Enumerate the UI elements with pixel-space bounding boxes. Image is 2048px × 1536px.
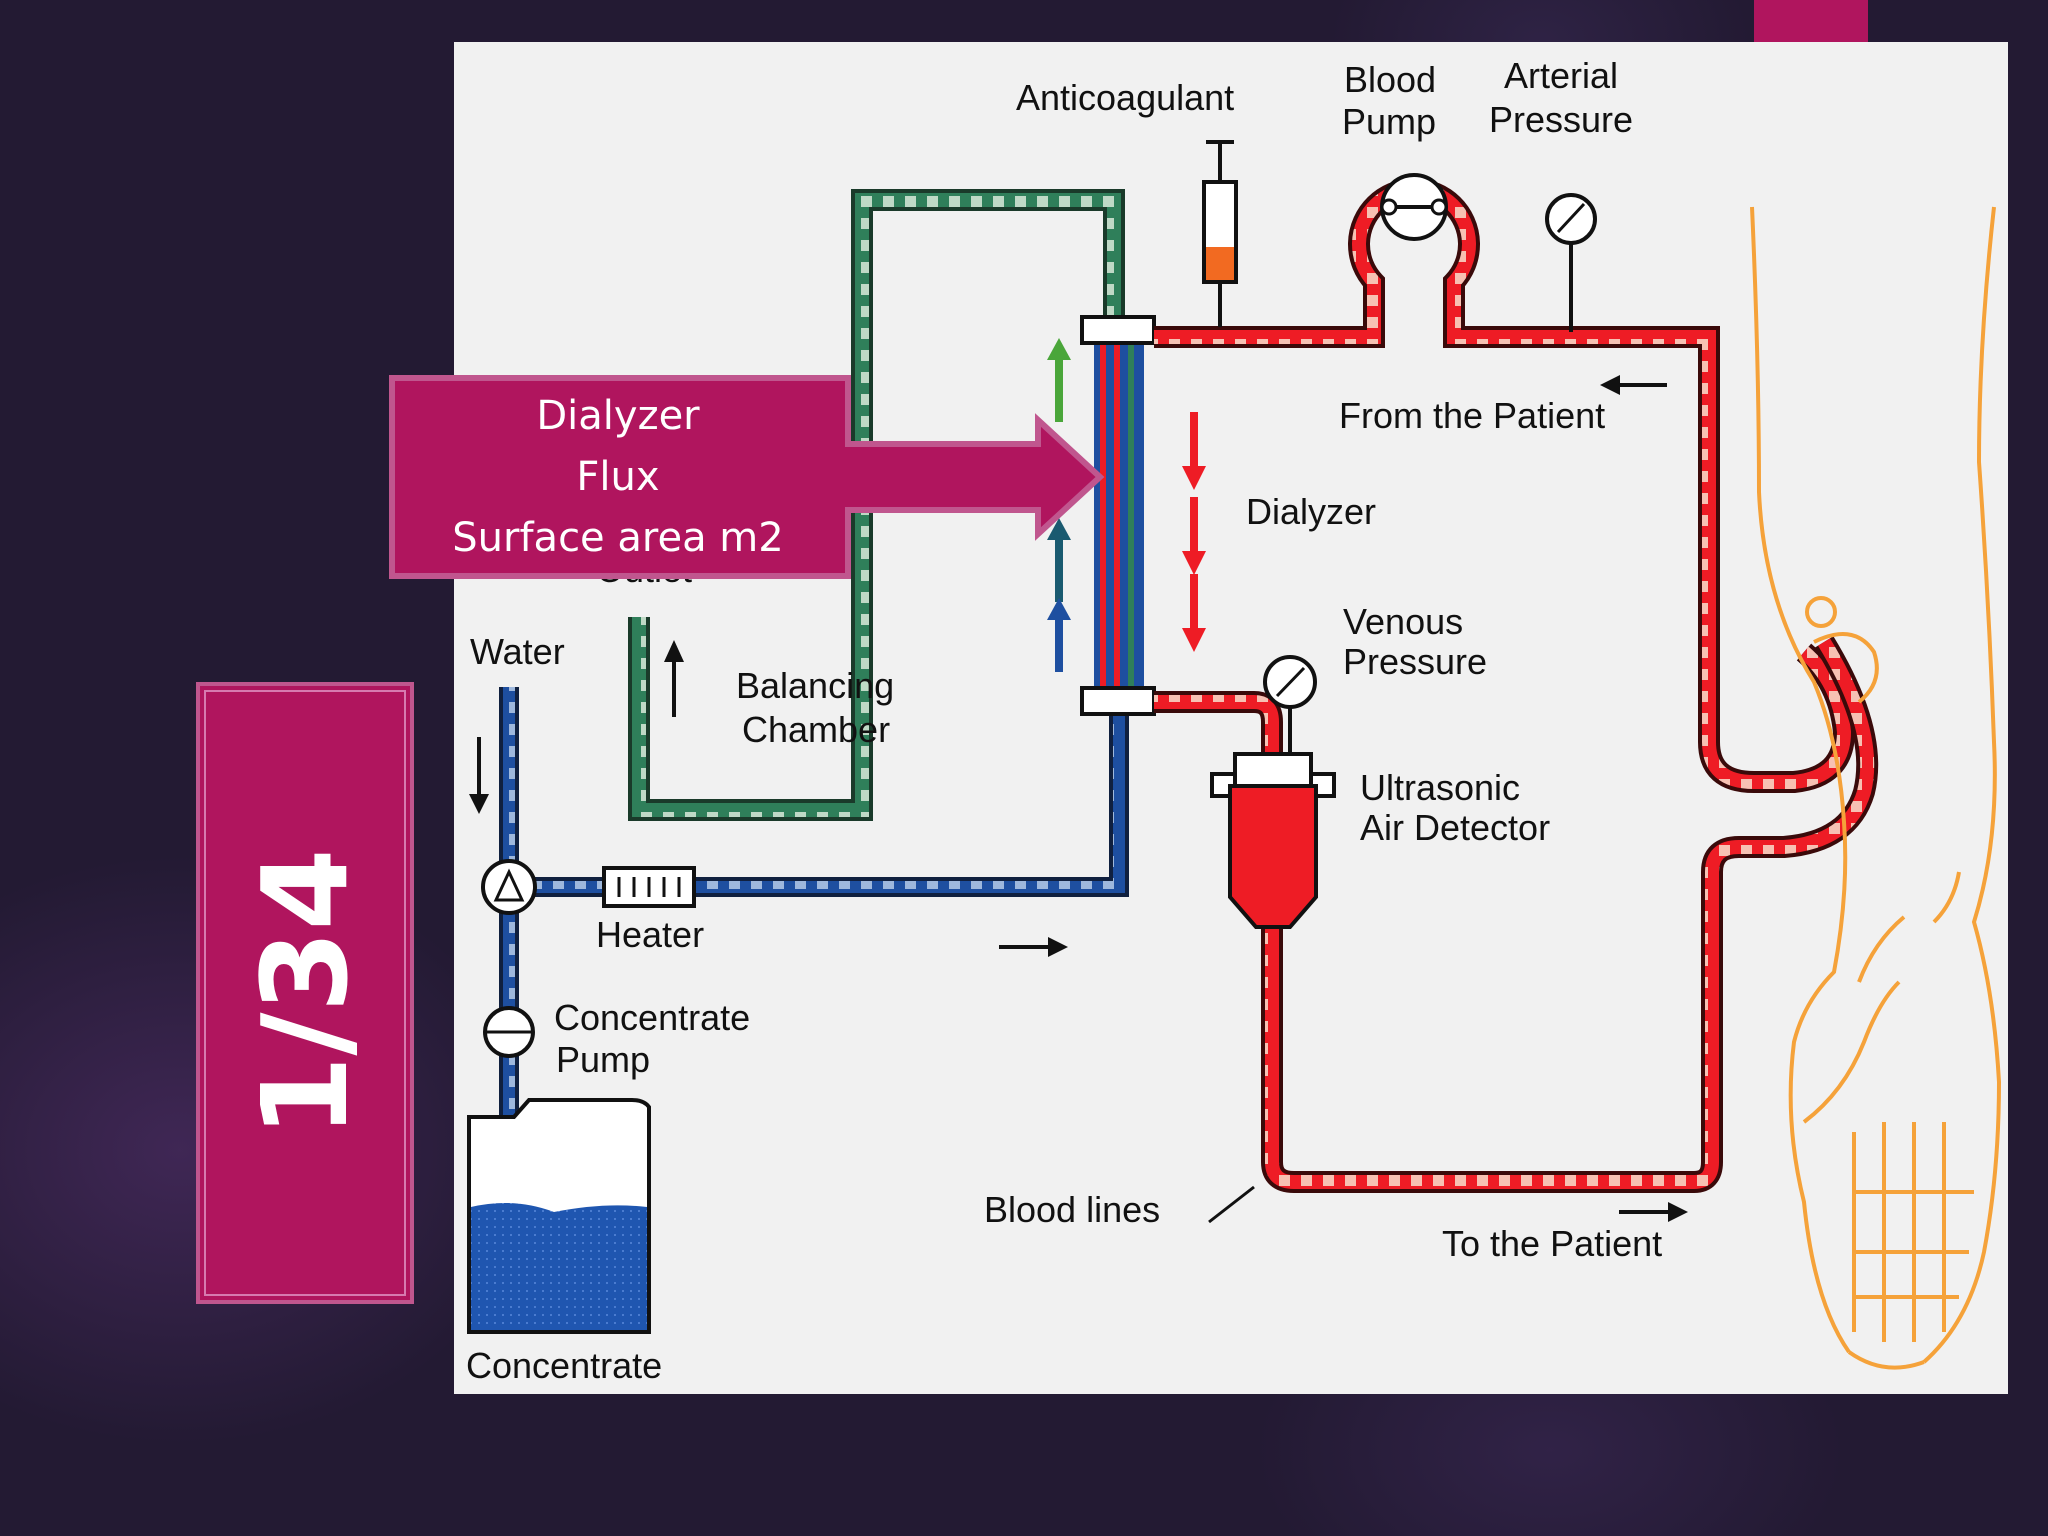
arterial-pressure-gauge-icon: [1545, 193, 1597, 332]
blood-lines-label: Blood lines: [984, 1189, 1160, 1230]
dialysate-flow-arrows: [1047, 338, 1071, 672]
arterial-blood-line: [1154, 178, 1856, 793]
dialyzer-callout: Dialyzer Flux Surface area m2: [388, 374, 1108, 580]
venous-blood-line: [1154, 636, 1879, 1193]
concentrate-label: Concentrate: [466, 1345, 662, 1386]
to-patient-arrow: [1619, 1202, 1688, 1222]
from-patient-arrow: [1600, 375, 1667, 395]
dialysate-inflow-line: [499, 687, 1129, 1197]
ultrasonic-label-line1: Ultrasonic: [1360, 767, 1520, 808]
dialysate-pump-icon: [481, 859, 537, 915]
ultrasonic-label-line2: Air Detector: [1360, 807, 1550, 848]
blood-pump-label-line1: Blood: [1344, 59, 1436, 100]
balancing-chamber-label-line2: Chamber: [742, 709, 890, 750]
arterial-pressure-label-line1: Arterial: [1504, 55, 1618, 96]
dialyzer-cartridge: [1080, 315, 1156, 716]
blood-pump-icon: [1380, 173, 1448, 241]
concentrate-pump-icon: [483, 1006, 535, 1058]
concentrate-pump-label-line1: Concentrate: [554, 997, 750, 1038]
concentrate-pump-label-line2: Pump: [556, 1039, 650, 1080]
callout-line-flux: Flux: [576, 453, 660, 500]
corner-accent-bar: [1754, 0, 1868, 42]
slide-number-inner-border: [204, 690, 406, 1296]
water-flow-arrow: [469, 737, 489, 814]
blood-lines-pointer: [1208, 1185, 1255, 1224]
heater-icon: [602, 866, 696, 908]
diagram-canvas: Anticoagulant Blood Pump Arterial Pressu…: [454, 42, 2008, 1394]
balancing-chamber-label-line1: Balancing: [736, 665, 894, 706]
ultrasonic-air-detector-icon: [1210, 752, 1336, 929]
callout-text: Dialyzer Flux Surface area m2: [396, 382, 840, 572]
venous-pressure-gauge-icon: [1263, 655, 1317, 762]
arterial-pressure-label-line2: Pressure: [1489, 99, 1633, 140]
heater-label: Heater: [596, 914, 704, 955]
balancing-flow-arrow: [664, 640, 684, 717]
concentrate-container: [467, 1098, 651, 1334]
callout-line-dialyzer: Dialyzer: [536, 392, 700, 439]
anticoagulant-label: Anticoagulant: [1016, 77, 1234, 118]
dialysate-outflow-line: [628, 189, 1125, 821]
heater-flow-arrow: [999, 937, 1068, 957]
blood-pump-label-line2: Pump: [1342, 101, 1436, 142]
slide-number-box: 1/34: [196, 682, 414, 1304]
venous-pressure-label-line2: Pressure: [1343, 641, 1487, 682]
blood-flow-arrows: [1182, 412, 1206, 652]
hemodialysis-diagram: Anticoagulant Blood Pump Arterial Pressu…: [454, 42, 2008, 1394]
callout-arrow-shape: [389, 375, 1105, 579]
to-patient-label: To the Patient: [1442, 1223, 1662, 1264]
venous-pressure-label-line1: Venous: [1343, 601, 1463, 642]
anticoagulant-syringe-icon: [1202, 140, 1238, 327]
water-label: Water: [470, 631, 565, 672]
from-patient-label: From the Patient: [1339, 395, 1605, 436]
slide-number: 1/34: [236, 848, 374, 1138]
dialyzer-label: Dialyzer: [1246, 491, 1376, 532]
callout-line-surface-area: Surface area m2: [452, 514, 784, 561]
patient-arm-drawing: [1750, 206, 2002, 1370]
